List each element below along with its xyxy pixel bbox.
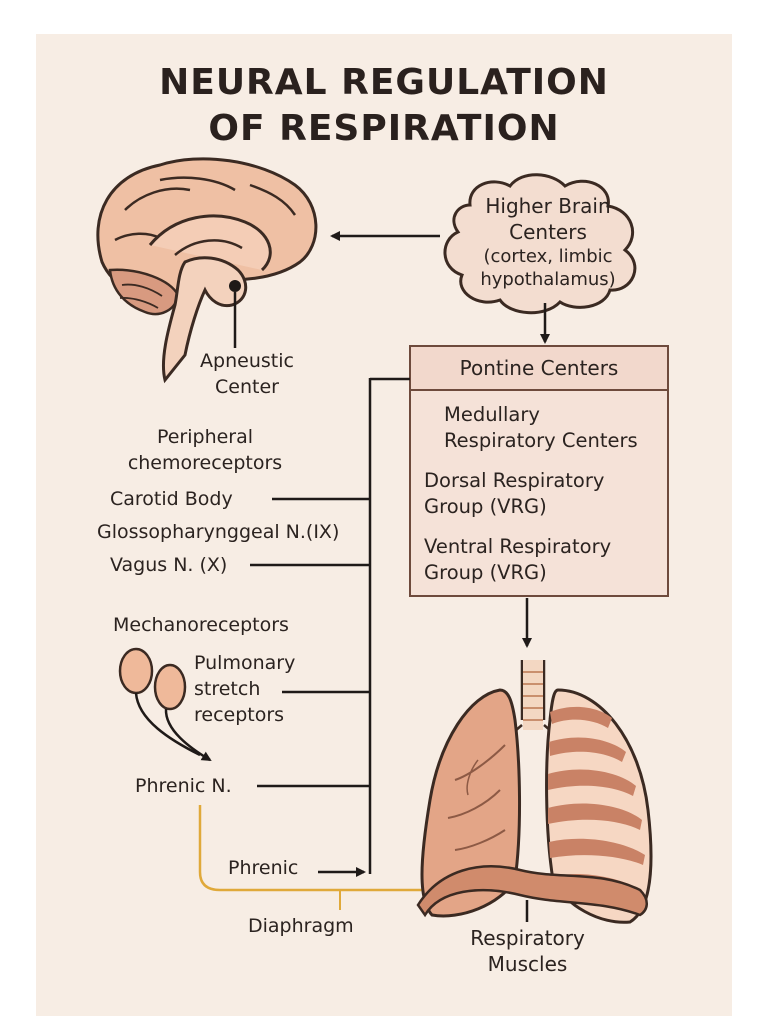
diaphragm-label: Diaphragm [248,915,354,937]
apneustic-line1: Apneustic [200,350,294,372]
resp-muscles-label: Respiratory Muscles [440,925,615,977]
peripheral-line1: Peripheral [156,426,254,448]
apneustic-line2: Center [215,376,279,398]
higher-brain-line1: Higher Brain [485,194,611,218]
pulmonary-line2: stretch [194,678,261,700]
higher-brain-cloud [443,173,637,315]
glosso-label: Glossopharynggeal N.(IX) [97,521,340,543]
pontine-header-fill [411,347,667,389]
peripheral-line2: chemoreceptors [127,452,283,474]
title-text: NEURAL REGULATION OF RESPIRATION [159,62,609,149]
dorsal-line2: Group (VRG) [424,495,547,518]
phrenic-label: Phrenic [228,857,299,879]
mechano-label: Mechanoreceptors [113,614,289,636]
dorsal-label: Dorsal Respiratory Group (VRG) [424,468,604,520]
brain-illustration [96,157,318,384]
pulmonary-line1: Pulmonary [194,652,296,674]
higher-brain-line4: hypothalamus) [480,269,616,290]
page-title: NEURAL REGULATION OF RESPIRATION [0,60,768,152]
phrenic-nerve-yellow [198,805,440,892]
vagus-label: Vagus N. (X) [110,554,228,576]
lungs-illustration [416,660,653,924]
apneustic-label: Apneustic Center [182,348,312,400]
dorsal-line1: Dorsal Respiratory [424,469,605,492]
pulmonary-label: Pulmonary stretch receptors [194,650,295,728]
medullary-label: Medullary Respiratory Centers [444,402,638,454]
mechanoreceptor-illustration [118,647,212,762]
ventral-line1: Ventral Respiratory [424,535,612,558]
ventral-line2: Group (VRG) [424,561,547,584]
medullary-line2: Respiratory Centers [444,429,638,452]
resp-muscles-line2: Muscles [487,952,568,976]
ventral-label: Ventral Respiratory Group (VRG) [424,534,611,586]
phrenic-n-label: Phrenic N. [135,775,232,797]
higher-brain-label: Higher Brain Centers (cortex, limbic hyp… [448,193,648,291]
resp-muscles-line1: Respiratory [470,926,585,950]
carotid-label: Carotid Body [110,488,233,510]
medullary-line1: Medullary [444,403,540,426]
higher-brain-line2: Centers [509,220,587,244]
pontine-label: Pontine Centers [459,356,619,380]
peripheral-label: Peripheral chemoreceptors [100,424,310,476]
higher-brain-line3: (cortex, limbic [483,246,613,267]
pulmonary-line3: receptors [194,704,285,726]
